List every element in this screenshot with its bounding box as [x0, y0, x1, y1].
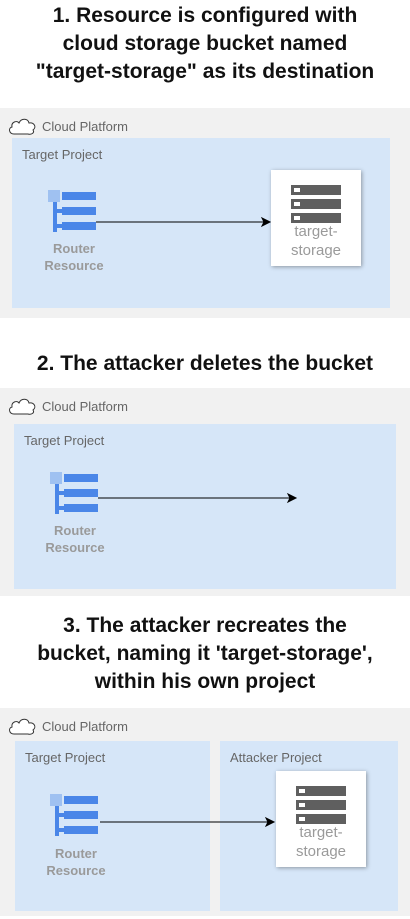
section-1-heading: 1. Resource is configured with cloud sto… [35, 4, 375, 83]
platform-header: Cloud Platform [6, 114, 128, 138]
storage-bucket: target- storage [271, 170, 361, 266]
project-label: Target Project [22, 147, 103, 162]
router-label: Router Resource [45, 523, 105, 555]
platform-label: Cloud Platform [42, 718, 128, 734]
platform-label: Cloud Platform [42, 118, 128, 134]
cloud-icon [9, 398, 36, 415]
cloud-platform-3: Cloud Platform Target Project Router Res… [0, 708, 410, 916]
bucket-label: target- storage [290, 223, 342, 259]
platform-label: Cloud Platform [42, 398, 128, 414]
project-label: Target Project [25, 750, 106, 765]
target-project: Target Project Router Resource [14, 424, 396, 589]
cloud-platform-2: Cloud Platform Target Project Router Res… [0, 388, 410, 596]
router-resource-icon [50, 794, 98, 836]
router-resource-icon [48, 190, 96, 232]
platform-header: Cloud Platform [6, 394, 128, 418]
target-project: Target Project Router Resource tar [12, 138, 390, 308]
platform-header: Cloud Platform [6, 714, 128, 738]
connection-arrow [96, 216, 272, 228]
storage-bucket-icon [291, 185, 341, 223]
section-2-heading: 2. The attacker deletes the bucket [36, 352, 374, 375]
cloud-platform-1: Cloud Platform Target Project Router Res… [0, 108, 410, 318]
attacker-project: Attacker Project target- storage [220, 741, 398, 911]
router-label: Router Resource [46, 846, 106, 878]
target-project: Target Project Router Resource [15, 741, 210, 911]
project-label: Attacker Project [230, 750, 322, 765]
connection-arrow [98, 492, 298, 504]
storage-bucket-icon [296, 786, 346, 824]
section-3-heading: 3. The attacker recreates the bucket, na… [37, 614, 373, 693]
cloud-icon [9, 118, 36, 135]
connection-arrow [100, 816, 276, 828]
project-label: Target Project [24, 433, 105, 448]
cloud-icon [9, 718, 36, 735]
router-resource-icon [50, 472, 98, 514]
bucket-label: target- storage [295, 824, 347, 860]
storage-bucket: target- storage [276, 771, 366, 867]
router-label: Router Resource [44, 241, 104, 273]
